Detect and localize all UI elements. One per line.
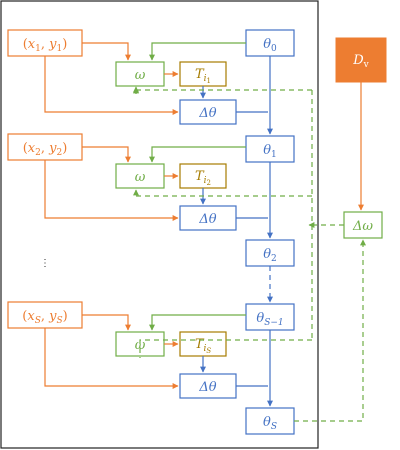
block-S: (xS, yS) ω TiS Δθ θS−1 θS	[7, 301, 295, 435]
node-omega-S: ω	[135, 338, 146, 353]
node-theta-0: θ0	[263, 37, 277, 54]
svg-text:Δω: Δω	[352, 219, 373, 234]
node-x2-y2: (x2, y2)	[23, 141, 68, 158]
block-1: (x1, y1) ω Ti1 Δθ θ0	[7, 29, 295, 135]
block-2: (x2, y2) ω Ti2 Δθ θ1 θ2	[7, 133, 295, 267]
dashed-bus-to-omega-2	[133, 189, 312, 197]
arrow-x2-to-omega	[82, 146, 131, 163]
node-delta-theta-1: Δθ	[198, 106, 216, 121]
node-omega-2: ω	[135, 170, 146, 185]
arrow-theta0-to-omega	[149, 42, 246, 61]
node-x1-y1: (x1, y1)	[23, 37, 68, 54]
dashed-bus-to-omega-S	[139, 339, 312, 358]
outer-frame	[0, 0, 319, 449]
ellipsis: ⋮	[40, 258, 50, 269]
dashed-thetaS-to-delta-omega	[294, 239, 366, 422]
node-Dv	[335, 37, 387, 83]
node-T-i1: Ti1	[195, 67, 211, 85]
node-theta-S-1: θS−1	[256, 311, 283, 328]
dashed-feedback	[133, 87, 366, 422]
arrow-x2-to-delta-theta	[44, 160, 179, 221]
arrow-xS-to-omega	[82, 314, 131, 331]
node-delta-theta-S: Δθ	[198, 380, 216, 395]
dashed-bus-to-omega-1	[133, 87, 312, 94]
arrow-x1-to-omega	[82, 42, 131, 61]
node-theta-1: θ1	[263, 143, 277, 160]
arrow-thetaS-1-to-omega	[149, 314, 246, 331]
node-T-iS: TiS	[195, 337, 212, 355]
svg-text:Dv: Dv	[352, 53, 369, 70]
node-delta-theta-2: Δθ	[198, 212, 216, 227]
node-theta-S: θS	[263, 415, 277, 432]
arrow-theta1-to-omega	[149, 146, 246, 163]
node-theta-2: θ2	[263, 247, 277, 264]
node-xS-yS: (xS, yS)	[22, 309, 67, 326]
node-T-i2: Ti2	[195, 169, 211, 187]
arrow-xS-to-delta-theta	[44, 328, 179, 389]
node-omega-1: ω	[135, 68, 146, 83]
arrow-x1-to-delta-theta	[44, 56, 179, 115]
